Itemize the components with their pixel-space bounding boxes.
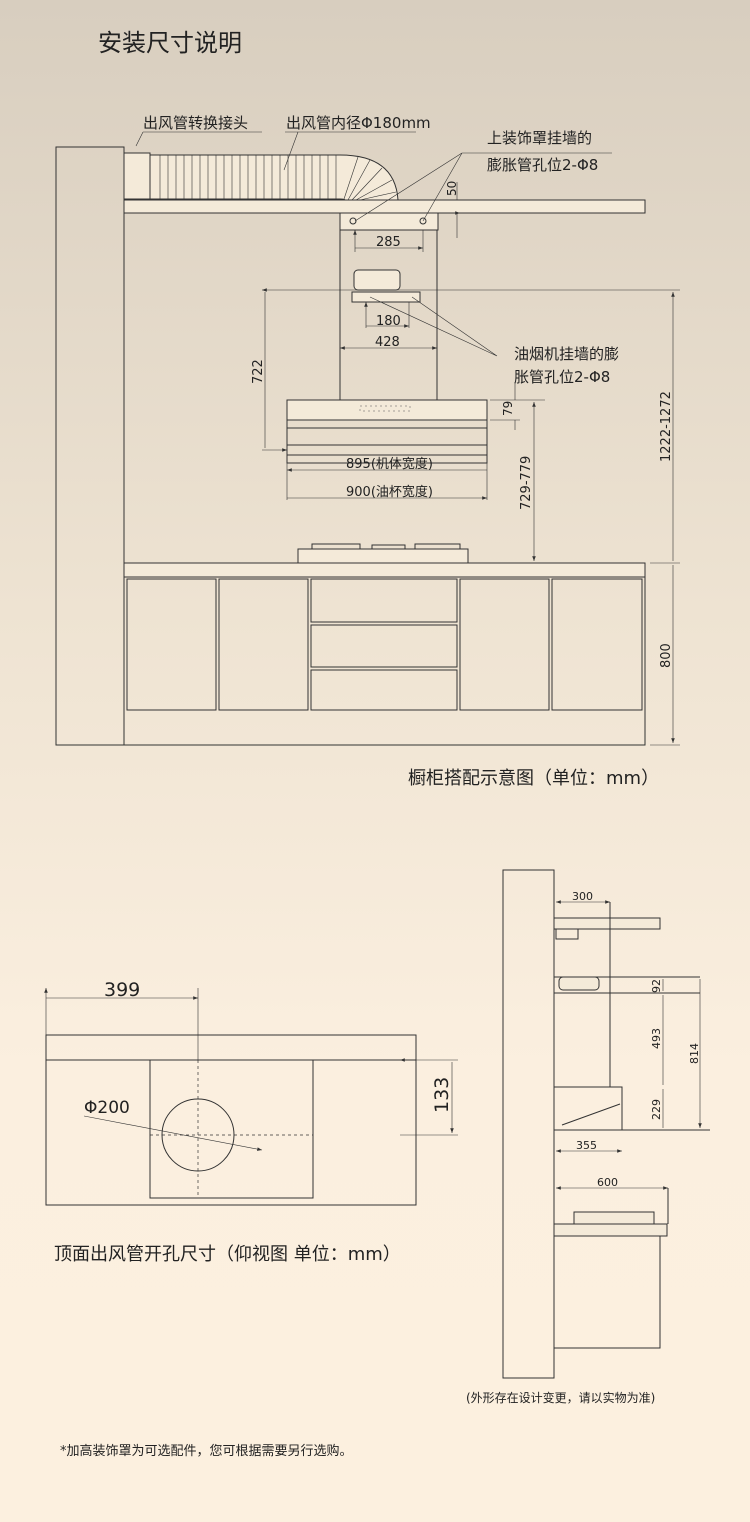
dim-895: 895(机体宽度): [346, 456, 433, 472]
label-adapter: 出风管转换接头: [143, 114, 248, 132]
control-panel: [359, 405, 411, 412]
dim-180: 180: [376, 314, 401, 329]
dim-300: 300: [572, 890, 593, 903]
motor-outlet: [353, 269, 401, 291]
dim-428: 428: [375, 335, 400, 350]
upper-bracket: [339, 212, 439, 231]
dim-800: 800: [659, 643, 674, 668]
dim-285: 285: [376, 235, 401, 250]
hood-body: [286, 399, 488, 421]
dim-493: 493: [650, 1028, 663, 1049]
ceiling-brick-strip: [45, 1034, 417, 1061]
dim-1222-1272: 1222-1272: [659, 391, 674, 462]
dim-399: 399: [104, 979, 140, 1001]
dim-814: 814: [688, 1043, 701, 1064]
dim-79: 79: [501, 401, 515, 416]
hood-bracket: [351, 291, 421, 303]
top-view-drawing: 399 Φ200 133 顶面出风管开孔尺寸（仰视图 单位：mm）: [46, 979, 458, 1265]
dim-722: 722: [251, 359, 266, 384]
footnote: *加高装饰罩为可选配件，您可根据需要另行选购。: [60, 1443, 353, 1459]
side-brick-wall: [502, 869, 555, 1379]
cooktop: [297, 548, 469, 564]
top-view-caption: 顶面出风管开孔尺寸（仰视图 单位：mm）: [54, 1244, 401, 1265]
cabinet-doors: [126, 578, 643, 711]
page-title: 安装尺寸说明: [98, 29, 242, 57]
dim-92: 92: [650, 979, 663, 993]
hood-footprint: [149, 1059, 314, 1199]
flexible-duct: [149, 154, 399, 201]
ceiling-outline: [45, 1059, 417, 1206]
dim-133: 133: [431, 1077, 453, 1113]
dim-900: 900(油杯宽度): [346, 484, 433, 500]
dim-229: 229: [650, 1099, 663, 1120]
main-caption: 橱柜搭配示意图（单位：mm）: [408, 768, 659, 789]
label-upper-holes-1: 上装饰罩挂墙的: [487, 129, 592, 147]
label-hood-holes-1: 油烟机挂墙的膨: [514, 345, 619, 363]
label-hood-holes-2: 胀管孔位2-Φ8: [514, 368, 610, 386]
side-view-caption: (外形存在设计变更，请以实物为准): [466, 1390, 655, 1405]
dim-355: 355: [576, 1139, 597, 1152]
dim-phi-200: Φ200: [84, 1098, 130, 1118]
brick-wall: [55, 146, 125, 746]
dim-50: 50: [445, 181, 459, 196]
duct-adapter: [123, 152, 151, 200]
label-duct-diameter: 出风管内径Φ180mm: [286, 114, 431, 132]
side-view-drawing: 300 92 493 814 229 355 600 (外形存在设计变更，请以实…: [466, 869, 710, 1405]
cabinet-base: [123, 576, 646, 746]
label-upper-holes-2: 膨胀管孔位2-Φ8: [487, 156, 598, 174]
countertop: [123, 562, 646, 578]
duct-hole: [161, 1098, 235, 1172]
dim-729-779: 729-779: [519, 456, 534, 510]
main-elevation-drawing: 出风管转换接头 出风管内径Φ180mm 上装饰罩挂墙的 膨胀管孔位2-Φ8 油烟…: [55, 114, 680, 789]
dim-600: 600: [597, 1176, 618, 1189]
